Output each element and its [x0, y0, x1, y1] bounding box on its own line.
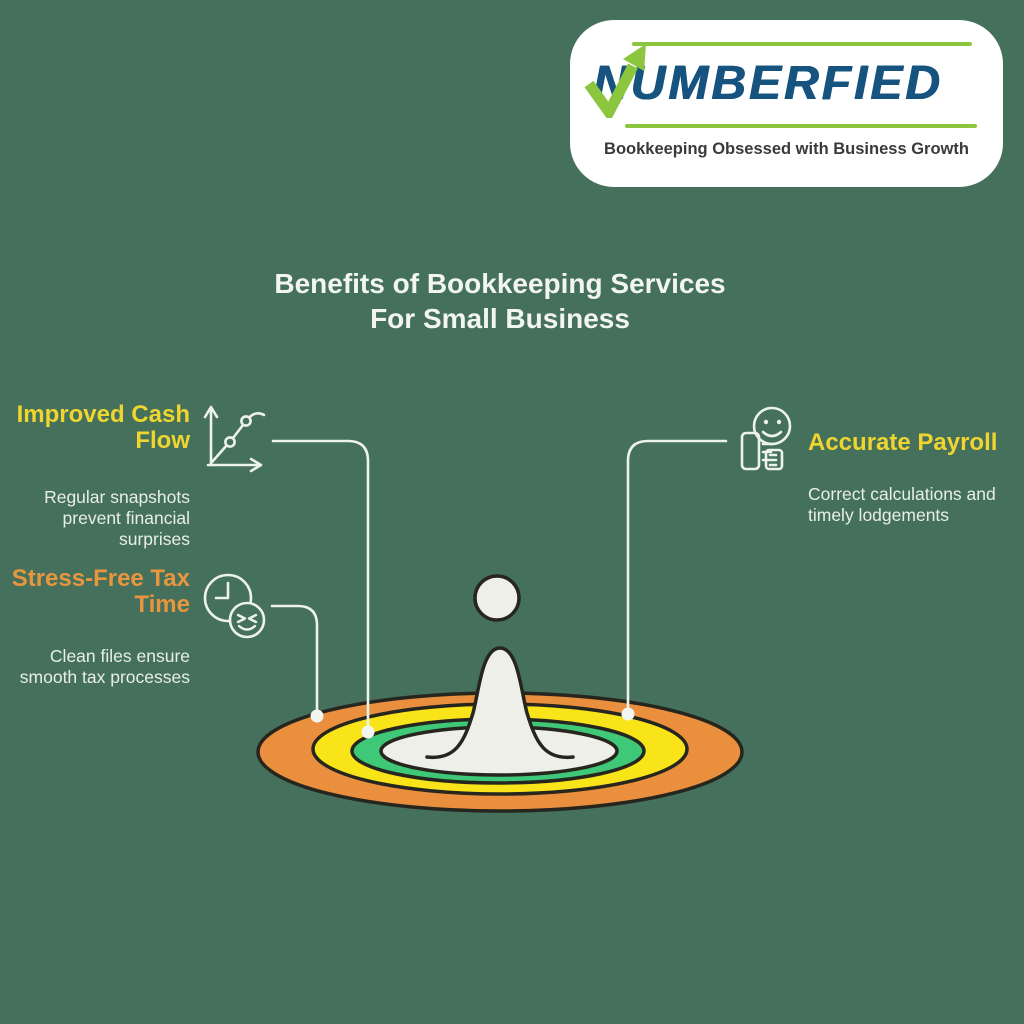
- benefit-title-stress-free-tax-time: Stress-Free Tax Time: [11, 565, 190, 619]
- water-droplet: [473, 574, 521, 622]
- payroll-calculator-smiley-icon: [740, 406, 792, 471]
- benefit-desc-improved-cash-flow: Regular snapshots prevent financial surp…: [44, 487, 190, 549]
- splash-column-outline: [425, 646, 575, 760]
- growth-arrow-check-icon: [584, 44, 646, 118]
- logo-bottom-rule: [625, 124, 977, 128]
- benefit-desc-stress-free-tax-time: Clean files ensure smooth tax processes: [19, 646, 190, 687]
- benefit-desc-accurate-payroll: Correct calculations and timely lodgemen…: [808, 484, 996, 525]
- splash-column-fill: [427, 648, 573, 763]
- water-droplet-ripple-illustration: [256, 574, 744, 813]
- page-title-line-1: Benefits of Bookkeeping Services: [274, 268, 726, 299]
- page-title: Benefits of Bookkeeping Services For Sma…: [0, 266, 1000, 336]
- growth-chart-icon: [203, 405, 266, 473]
- logo-top-rule: [632, 42, 972, 46]
- benefit-title-improved-cash-flow: Improved Cash Flow: [16, 401, 190, 455]
- benefit-title-accurate-payroll: Accurate Payroll: [808, 429, 998, 456]
- clock-smiley-icon: [203, 573, 266, 639]
- logo-card: NUMBERFIED Bookkeeping Obsessed with Bus…: [570, 20, 1003, 187]
- page-title-line-2: For Small Business: [370, 303, 630, 334]
- brand-wordmark: NUMBERFIED: [593, 57, 943, 110]
- logo-tagline: Bookkeeping Obsessed with Business Growt…: [604, 140, 969, 158]
